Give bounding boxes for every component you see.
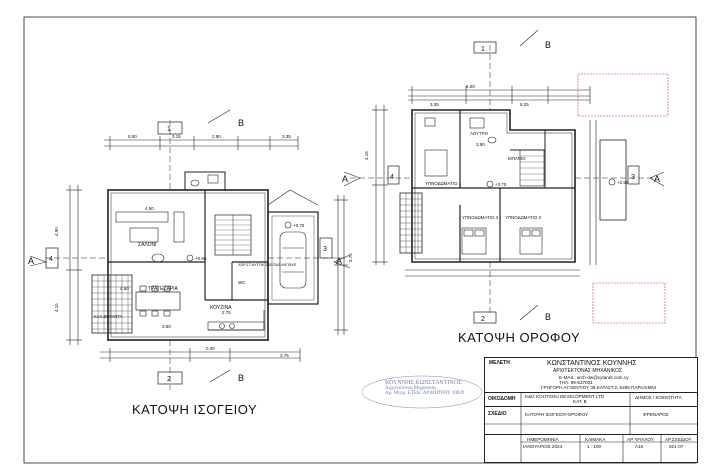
stamp-line-3: Αρ. Μητρ. ΕΤΕΚ: ΑΡ.ΜΗΤΡΟΥ 10839 (385, 391, 465, 396)
municipality: ΦΡΕΝΑΡΟΣ (643, 412, 669, 417)
level-marker-1: +0.55 (195, 256, 207, 261)
dim-275: 2.75 (222, 310, 231, 315)
upper-dim-t3: 5.25 (520, 102, 529, 107)
engineer-profession: ΑΡΧΙΤΕΚΤΟΝΑΣ ΜΗΧΑΝΙΚΟΣ (553, 368, 623, 374)
upper-floor-plan (343, 29, 665, 324)
upper-letter-b-bottom: B (545, 312, 551, 322)
upper-dim-t4: 3.90 (476, 142, 485, 147)
ground-floor-plan (29, 109, 351, 390)
room-wc: WC (238, 280, 246, 285)
engineer-phone: ΤΗΛ. 99-537001 (559, 380, 593, 385)
section-mark-2-bottom: 2 (167, 376, 171, 383)
sheet-label: ΑΡ. ΦΥΛΛΟΥ (627, 437, 654, 442)
room-bathroom: ΜΠΑΝΙΟ (508, 156, 526, 161)
stamp-line-1: ΚΟΥΝΝΗΣ ΚΩΝΣΤΑΝΤΙΝΟΣ (385, 380, 462, 386)
room-bedroom-3: ΥΠΝΟΔΩΜΑΤΙΟ 3 (462, 215, 499, 220)
engineer-address: ΓΡΗΓΟΡΗ ΑΥΞΕΝΤΙΟΥ 39,ΚΑΤΑΣΤ.2, 5288 ΠΑΡΑ… (541, 385, 656, 390)
room-parking: ΧΩΡ.ΣΤ.ΑΥΤΟΚ.ΣΚΕΠΑΖ.ΜΕΤΑΥΕ (238, 263, 297, 267)
drawing-no-label: ΑΡ.ΣΧΕΔΙΟΥ (665, 437, 692, 442)
dim-side-2: 4.15 (54, 303, 59, 312)
room-dining: ΤΡΑΓΕΖΑΡΙΑ (148, 286, 179, 292)
meleti-label: ΜΕΛΕΤΗ (489, 360, 510, 366)
upper-level-1: +3.70 (495, 182, 507, 187)
upper-section-mark-4: 4 (390, 174, 394, 181)
section-letter-b-top: B (238, 118, 244, 128)
dim-450: 4.50 (145, 206, 154, 211)
dim-bottom-1: 0.30 (206, 346, 215, 351)
client-name: K&G KOUTSOU DEVELOPMENT LTD (525, 394, 605, 399)
municipality-label: ΔΗΜΟΣ / ΚΟΙΝΟΤΗΤΑ (635, 395, 682, 400)
section-mark-1-top: 1 (167, 126, 171, 133)
upper-letter-a-left: A (342, 174, 348, 184)
level-marker-2: +0.75 (293, 223, 305, 228)
upper-letter-b-top: B (545, 40, 551, 50)
room-wc-upper: ΛΟΥΤΡΟ (470, 131, 489, 136)
room-bedroom-1: ΥΠΝΟΔΩΜΑΤΙΟ 1 (425, 181, 462, 186)
room-salon: ΣΑΛΟΝΙ (138, 242, 157, 248)
upper-dim-t2: 3.35 (430, 102, 439, 107)
dim-side-1: 4.90 (54, 227, 59, 236)
title-block-grid (485, 392, 697, 462)
section-letter-a-right: A (336, 256, 342, 266)
engineer-email: E-MAIL: arch-dw@cytanet.com.cy (559, 375, 629, 380)
drawing-no-value: 021-07 (669, 444, 684, 449)
dim-side-3: 3.75 (348, 253, 353, 262)
scale-label: ΚΛΙΜΑΚΑ (585, 437, 606, 442)
dim-top-1: 5.00 (128, 134, 137, 139)
room-bedroom-2: ΥΠΝΟΔΩΜΑΤΙΟ 2 (505, 215, 542, 220)
dim-top-4: 3.35 (282, 134, 291, 139)
section-mark-3: 3 (323, 246, 327, 253)
building-label: ΟΙΚΟΔΟΜΗ (488, 396, 516, 402)
ground-floor-title: ΚΑΤΟΨΗ ΙΣΟΓΕΙΟΥ (132, 402, 258, 417)
stamp-line-2: Αρχιτέκτονας Μηχανικός (385, 386, 437, 391)
title-block: ΜΕΛΕΤΗ ΚΩΝΣΤΑΝΤΙΝΟΣ ΚΟΥΝΝΗΣ ΑΡΧΙΤΕΚΤΟΝΑΣ… (484, 357, 698, 463)
drawing-label: ΣΧΕΔΙΟ (488, 411, 507, 417)
room-kitchen: ΚΟΥΖΙΝΑ (210, 305, 232, 311)
upper-section-mark-2: 2 (481, 316, 485, 323)
dim-top-3: 2.90 (212, 134, 221, 139)
upper-dim-side: 4.15 (364, 151, 369, 160)
section-mark-4: 4 (49, 256, 53, 263)
drawing-name: ΚΑΤΟΨΗ ΙΣΟΓΕΙΟΥ-ΟΡΟΦΟΥ (525, 412, 589, 417)
dim-bottom-2: 3.75 (280, 353, 289, 358)
upper-level-2: +2.55 (617, 180, 629, 185)
engineer-stamp: ΚΟΥΝΝΗΣ ΚΩΝΣΤΑΝΤΙΝΟΣ Αρχιτέκτονας Μηχανι… (385, 380, 464, 396)
date-label: ΗΜΕΡΟΜΗΝΙΑ (527, 437, 559, 442)
upper-letter-a-right: A (654, 174, 660, 184)
category: ΚΑΤ. Β (573, 399, 587, 404)
upper-floor-title: ΚΑΤΟΨΗ ΟΡΟΦΟΥ (458, 330, 581, 345)
upper-section-mark-1: 1 (481, 46, 485, 53)
dim-top-2: 3.15 (172, 134, 181, 139)
sheet-value: Α16 (635, 444, 644, 449)
engineer-name: ΚΩΝΣΤΑΝΤΙΝΟΣ ΚΟΥΝΝΗΣ (547, 360, 637, 367)
upper-section-mark-3: 3 (631, 174, 635, 181)
section-letter-b-bottom: B (238, 373, 244, 383)
date-value: ΙΑΝΟΥΑΡΙΟΣ 2024 (523, 444, 563, 449)
section-letter-a-left: A (28, 256, 34, 266)
upper-dim-top: 6.00 (466, 84, 475, 89)
dim-380: 3.80 (162, 324, 171, 329)
scale-value: 1 : 100 (587, 444, 602, 449)
room-veranda: ΚΑΛ.ΒΕΡΑΝΤΑ (94, 314, 123, 319)
dim-460: 4.60 (120, 286, 129, 291)
